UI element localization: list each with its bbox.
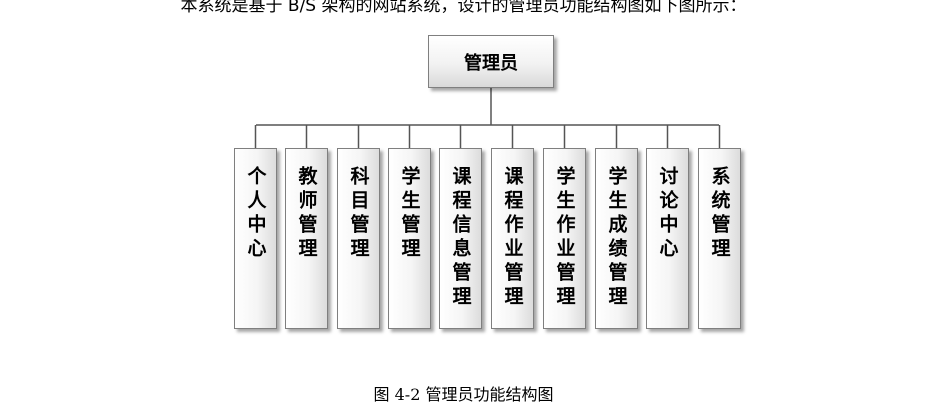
- child-node-label: 个人中心: [244, 166, 267, 262]
- child-node: 学生作业管理: [543, 148, 586, 329]
- child-node: 讨论中心: [646, 148, 689, 329]
- child-node: 系统管理: [698, 148, 741, 329]
- child-node-label: 学生成绩管理: [605, 166, 628, 310]
- child-node-label: 教师管理: [295, 166, 318, 262]
- child-node-label: 学生作业管理: [553, 166, 576, 310]
- child-node: 科目管理: [337, 148, 380, 329]
- child-node-label: 课程信息管理: [449, 166, 472, 310]
- child-node: 学生管理: [388, 148, 431, 329]
- child-node: 个人中心: [234, 148, 277, 329]
- intro-text: 本系统是基于 B/S 架构的网站系统，设计的管理员功能结构图如下图所示：: [180, 0, 747, 16]
- figure-caption: 图 4-2 管理员功能结构图: [373, 385, 554, 404]
- child-node: 教师管理: [285, 148, 328, 329]
- child-node-label: 学生管理: [398, 166, 421, 262]
- child-node: 课程信息管理: [439, 148, 482, 329]
- child-node-label: 课程作业管理: [501, 166, 524, 310]
- child-node: 学生成绩管理: [595, 148, 638, 329]
- child-node-label: 讨论中心: [656, 166, 679, 262]
- root-node-admin: 管理员: [428, 35, 554, 88]
- root-node-label: 管理员: [464, 52, 518, 74]
- child-node: 课程作业管理: [491, 148, 534, 329]
- child-node-label: 系统管理: [708, 166, 731, 262]
- child-node-label: 科目管理: [347, 166, 370, 262]
